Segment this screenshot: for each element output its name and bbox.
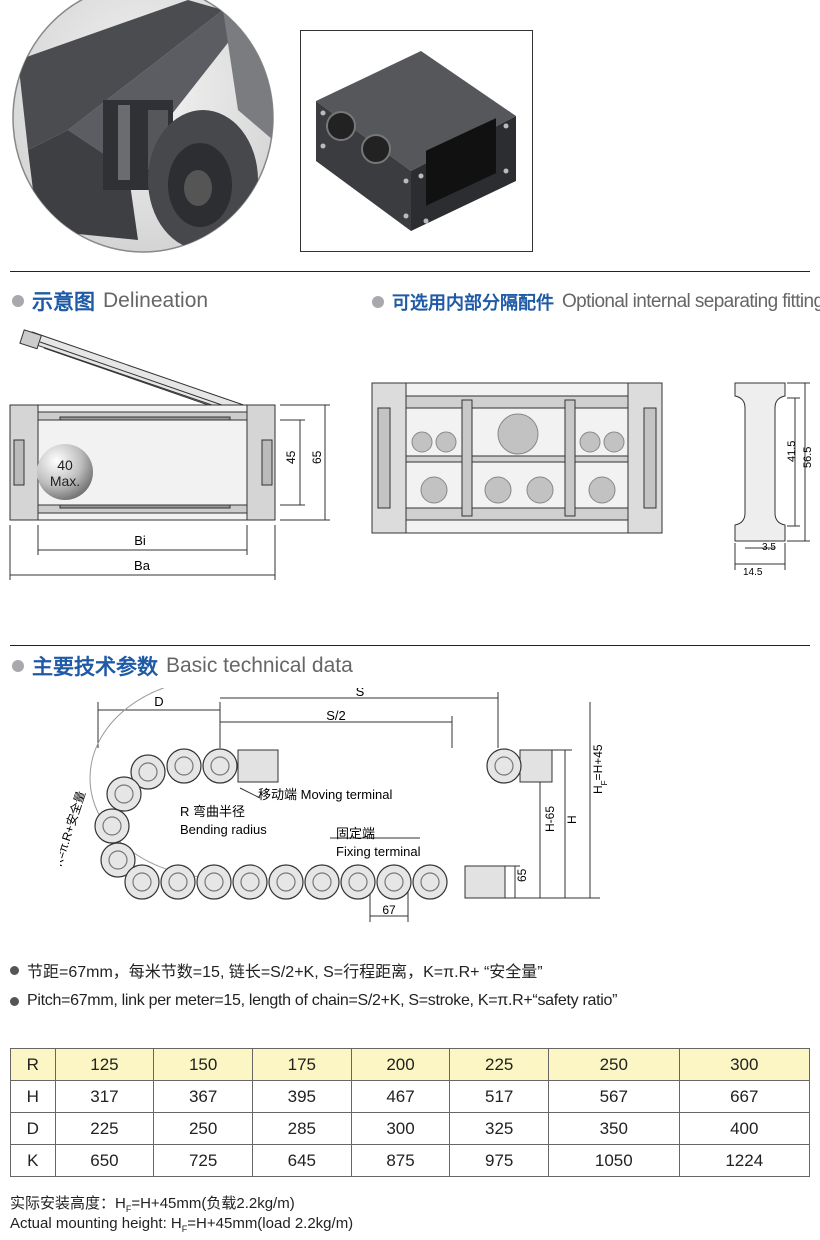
- table-row: K 650 725 645 875 975 1050 1224: [10, 1144, 810, 1177]
- mounting-height-en: Actual mounting height: HF=H+45mm(load 2…: [10, 1215, 354, 1234]
- pitch-label: 67: [382, 903, 396, 917]
- section-title-delineation: 示意图 Delineation: [12, 286, 208, 316]
- table-row: R 125 150 175 200 225 250 300: [10, 1048, 810, 1081]
- mounting-height-cn: 实际安装高度：HF=H+45mm(负载2.2kg/m): [10, 1195, 295, 1214]
- bullet-icon: [10, 996, 19, 1006]
- height-65-label: 65: [515, 868, 529, 882]
- section-title-technical: 主要技术参数 Basic technical data: [12, 651, 353, 681]
- bullet-icon: [372, 296, 384, 308]
- h-label: H: [565, 815, 579, 824]
- bullet-icon: [12, 660, 24, 672]
- dim-45-label: 45: [284, 450, 298, 464]
- separator-drawing: [371, 382, 663, 534]
- section-divider: [10, 271, 810, 272]
- note-en: Pitch=67mm, link per meter=15, length of…: [10, 992, 617, 1010]
- closeup-photo: [8, 0, 278, 255]
- s-label: S: [356, 688, 365, 699]
- section-divider: [10, 645, 810, 646]
- spec-table: R 125 150 175 200 225 250 300 H 317 367 …: [10, 1048, 810, 1177]
- technical-diagram: D S S/2 K=π.R+安全量 移动端 Moving terminal R …: [60, 688, 609, 922]
- table-row: H 317 367 395 467 517 567 667: [10, 1080, 810, 1113]
- bi-label: Bi: [134, 533, 146, 548]
- max-cable-ball: [37, 444, 93, 500]
- dim-56-5-label: 56.5: [802, 447, 814, 468]
- k-formula-label: K=π.R+安全量: [60, 789, 88, 868]
- bending-radius-en: Bending radius: [180, 822, 267, 837]
- table-row: D 225 250 285 300 325 350 400: [10, 1112, 810, 1145]
- dim-3-5-label: 3.5: [762, 542, 776, 553]
- fixing-terminal-en: Fixing terminal: [336, 844, 421, 859]
- h-minus-65-label: H-65: [543, 806, 557, 832]
- note-cn: 节距=67mm，每米节数=15, 链长=S/2+K, S=行程距离，K=π.R+…: [10, 958, 543, 982]
- bullet-icon: [10, 965, 19, 975]
- d-label: D: [154, 694, 163, 709]
- dim-41-5-label: 41.5: [786, 441, 798, 462]
- fixing-terminal-cn: 固定端: [336, 826, 375, 841]
- section-title-separating: 可选用内部分隔配件 Optional internal separating f…: [372, 289, 820, 315]
- ball-size-label: 40: [57, 457, 73, 473]
- bullet-icon: [12, 295, 24, 307]
- hf-label: HF=H+45: [591, 744, 609, 794]
- delineation-drawing: 40 Max. 45 65 Bi Ba: [9, 329, 330, 580]
- moving-terminal-label: 移动端 Moving terminal: [258, 787, 392, 802]
- ball-max-label: Max.: [50, 473, 80, 489]
- s-half-label: S/2: [326, 708, 346, 723]
- dim-14-5-label: 14.5: [743, 567, 763, 578]
- bending-radius-cn: R 弯曲半径: [180, 804, 245, 819]
- dim-65-label: 65: [310, 450, 324, 464]
- product-photo: [300, 30, 533, 252]
- separator-profile: 41.5 56.5 3.5 14.5: [734, 382, 814, 578]
- ba-label: Ba: [134, 558, 151, 573]
